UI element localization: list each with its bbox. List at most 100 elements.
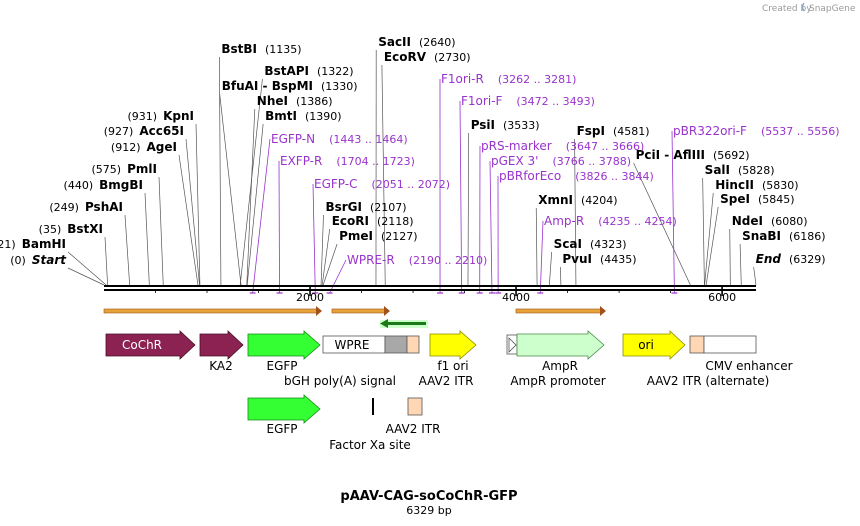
site-name-label: End	[756, 252, 782, 266]
site-leader	[702, 177, 705, 286]
site-name-label: Start	[32, 253, 67, 267]
feature-f1-ori	[429, 330, 477, 360]
feature-ampr	[516, 330, 605, 360]
site-leader	[729, 228, 731, 286]
feature-bgh-polya	[384, 335, 408, 354]
site-name-label: NdeI	[732, 214, 763, 228]
site-name-label: PmlI	[127, 162, 157, 176]
site-leader	[574, 138, 577, 286]
site-position-label: (2730)	[434, 51, 471, 64]
primer-name-label: pBR322ori-F	[673, 124, 747, 138]
site-name-label: SnaBI	[742, 229, 781, 243]
site-position-label: (927)	[104, 125, 134, 138]
site-position-label: (1330)	[321, 80, 358, 93]
site-position-label: (6080)	[771, 215, 808, 228]
site-name-label: AgeI	[147, 140, 177, 154]
feature-bgh-label: bGH poly(A) signal	[284, 374, 396, 388]
site-leader	[219, 93, 242, 286]
site-leader	[124, 214, 131, 286]
site-position-label: (1386)	[296, 95, 333, 108]
feature-factor-xa-site	[372, 398, 374, 415]
site-name-label: XmnI	[538, 193, 573, 207]
site-leader	[535, 207, 538, 286]
site-position-label: (2127)	[381, 230, 418, 243]
primer-name-label: F1ori-F	[461, 94, 502, 108]
site-leader	[560, 266, 562, 286]
site-position-label: (5828)	[738, 164, 775, 177]
feature-aav2-itr	[406, 335, 420, 354]
feature-ori-label: ori	[638, 338, 654, 352]
primer-range-label: (1704 .. 1723)	[336, 155, 415, 168]
primer-range-label: (3472 .. 3493)	[516, 95, 595, 108]
site-position-label: (575)	[92, 163, 122, 176]
sequence-backbone	[104, 285, 756, 291]
feature-egfp	[247, 330, 321, 360]
primer-name-label: EGFP-N	[271, 132, 315, 146]
site-name-label: SalI	[705, 163, 730, 177]
feature-aav2-itr-alternate	[689, 335, 705, 354]
primer-leader	[671, 130, 675, 294]
site-name-label: BstBI	[221, 42, 257, 56]
feature-aav2-itr-alternate-label: AAV2 ITR (alternate)	[647, 374, 770, 388]
site-leader	[753, 266, 757, 286]
feature-f1-ori-label: f1 ori	[437, 359, 468, 373]
feature-wpre: WPRE	[322, 335, 386, 354]
site-name-label: SpeI	[720, 192, 750, 206]
orf-arrow	[103, 306, 322, 316]
site-leader	[158, 176, 164, 286]
site-leader	[320, 214, 324, 286]
primer-name-label: pBRforEco	[499, 169, 561, 183]
site-leader	[195, 123, 201, 286]
site-leader	[321, 228, 331, 286]
feature-ka2-label: KA2	[209, 359, 233, 373]
site-position-label: (6329)	[789, 253, 826, 266]
feature-cmv-enhancer	[703, 335, 757, 354]
site-position-label: (3533)	[503, 119, 540, 132]
primer-range-label: (1443 .. 1464)	[329, 133, 408, 146]
site-name-label: BmtI	[265, 109, 297, 123]
orf-arrows	[103, 306, 606, 328]
site-position-label: (4204)	[581, 194, 618, 207]
site-position-label: (440)	[64, 179, 94, 192]
primer-name-label: F1ori-R	[441, 72, 484, 86]
feature-cochr-label: CoChR	[122, 338, 162, 352]
site-name-label: EcoRI	[332, 214, 369, 228]
site-name-label: BamHI	[22, 237, 66, 251]
site-leader	[381, 64, 386, 286]
primer-leader	[459, 100, 463, 294]
site-leader	[633, 162, 691, 286]
primer-leader	[278, 160, 280, 294]
site-position-label: (2640)	[419, 36, 456, 49]
site-position-label: (5692)	[713, 149, 750, 162]
site-leader	[185, 138, 200, 286]
site-leader	[246, 123, 264, 286]
feature-wpre-label: WPRE	[334, 338, 369, 352]
site-leader	[322, 243, 338, 286]
site-name-label: PshAI	[85, 200, 123, 214]
primer-labels: EGFP-N(1443 .. 1464)EXFP-R(1704 .. 1723)…	[271, 72, 840, 267]
primer-name-label: Amp-R	[544, 214, 584, 228]
feature-ka2	[199, 330, 244, 360]
primer-range-label: (2051 .. 2072)	[371, 178, 450, 191]
site-name-label: ScaI	[554, 237, 582, 251]
site-position-label: (5830)	[762, 179, 799, 192]
plasmid-title: pAAV-CAG-soCoChR-GFP	[340, 489, 517, 504]
site-position-label: (4323)	[590, 238, 627, 251]
primer-leader	[312, 183, 316, 294]
feature-egfp-label: EGFP	[266, 359, 297, 373]
site-name-label: PsiI	[471, 118, 495, 132]
feature-cmv-enhancer-label: CMV enhancer	[705, 359, 792, 373]
site-leader	[467, 132, 470, 286]
site-leader	[705, 206, 719, 286]
feature-aav2-itr-label: AAV2 ITR	[419, 374, 474, 388]
feature-cochr: CoChR	[105, 330, 196, 360]
credit-brand: SnapGene	[809, 4, 856, 14]
site-name-label: BmgBI	[99, 178, 143, 192]
site-name-label: HincII	[715, 178, 754, 192]
primer-name-label: pGEX 3'	[491, 154, 538, 168]
feature-ampr-label: AmpR	[542, 359, 578, 373]
feature-ori: ori	[622, 330, 686, 360]
ruler-tick-label: 2000	[296, 291, 324, 304]
site-leader-lines	[67, 49, 757, 294]
